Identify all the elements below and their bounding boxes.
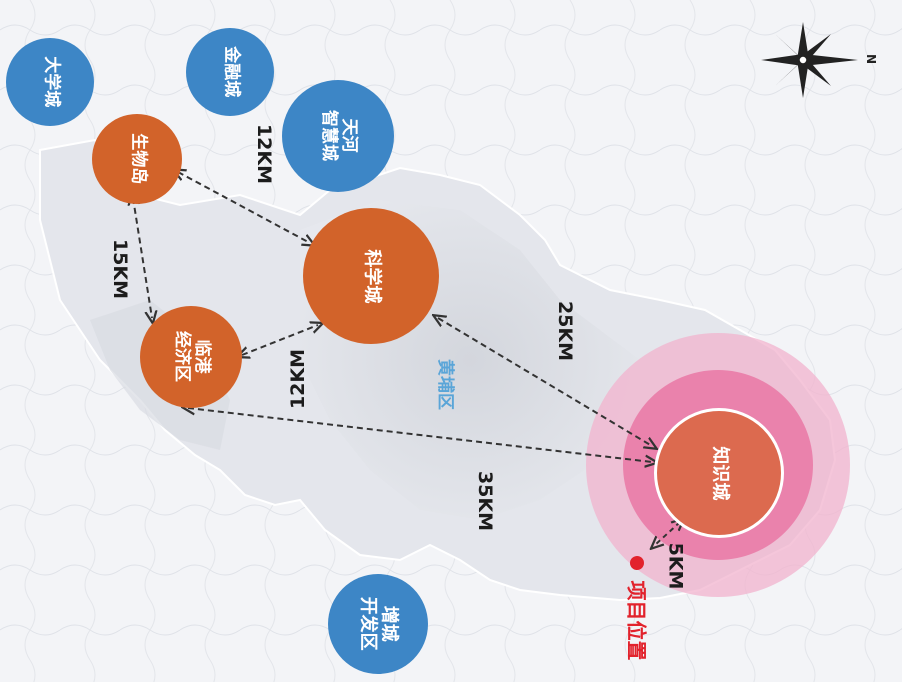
north-label: N	[864, 53, 879, 65]
distance-12km-top: 12KM	[253, 123, 276, 185]
link-kexuecheng-zhishicheng	[438, 318, 652, 446]
node-shengwudao: 生物岛	[92, 114, 182, 204]
link-shengwudao-kexuecheng	[178, 172, 310, 243]
compass-icon	[761, 22, 858, 98]
project-location-pin	[630, 556, 644, 570]
distance-35km: 35KM	[474, 470, 497, 532]
node-tianhe: 天河 智慧城	[282, 80, 394, 192]
link-lingang-zhishicheng	[188, 408, 652, 462]
distance-5km: 5KM	[664, 542, 687, 590]
distance-12km-mid: 12KM	[287, 348, 310, 410]
node-shengwudao-label: 生物岛	[127, 133, 148, 185]
node-kexuecheng: 科学城	[303, 208, 439, 344]
node-daxuecheng-label: 大学城	[40, 56, 61, 108]
node-zhishicheng: 知识城	[654, 408, 784, 538]
link-shengwudao-lingang	[133, 198, 152, 318]
node-jinrongcheng: 金融城	[186, 28, 274, 116]
link-lingang-kexuecheng	[242, 325, 318, 355]
node-jinrongcheng-label: 金融城	[220, 46, 241, 98]
node-lingang-label: 临港 经济区	[172, 331, 212, 383]
node-daxuecheng: 大学城	[6, 38, 94, 126]
distance-15km: 15KM	[109, 238, 132, 300]
district-label: 黄埔区	[435, 359, 455, 410]
distance-25km: 25KM	[554, 300, 577, 362]
node-lingang: 临港 经济区	[140, 306, 242, 408]
node-kexuecheng-label: 科学城	[361, 249, 383, 303]
node-zengcheng: 增城 开发区	[328, 574, 428, 674]
project-location-label: 项目位置	[624, 580, 649, 661]
node-tianhe-label: 天河 智慧城	[319, 110, 359, 162]
node-zengcheng-label: 增城 开发区	[358, 597, 400, 651]
node-zhishicheng-label: 知识城	[709, 446, 731, 500]
link-zhishicheng-project	[655, 522, 680, 545]
